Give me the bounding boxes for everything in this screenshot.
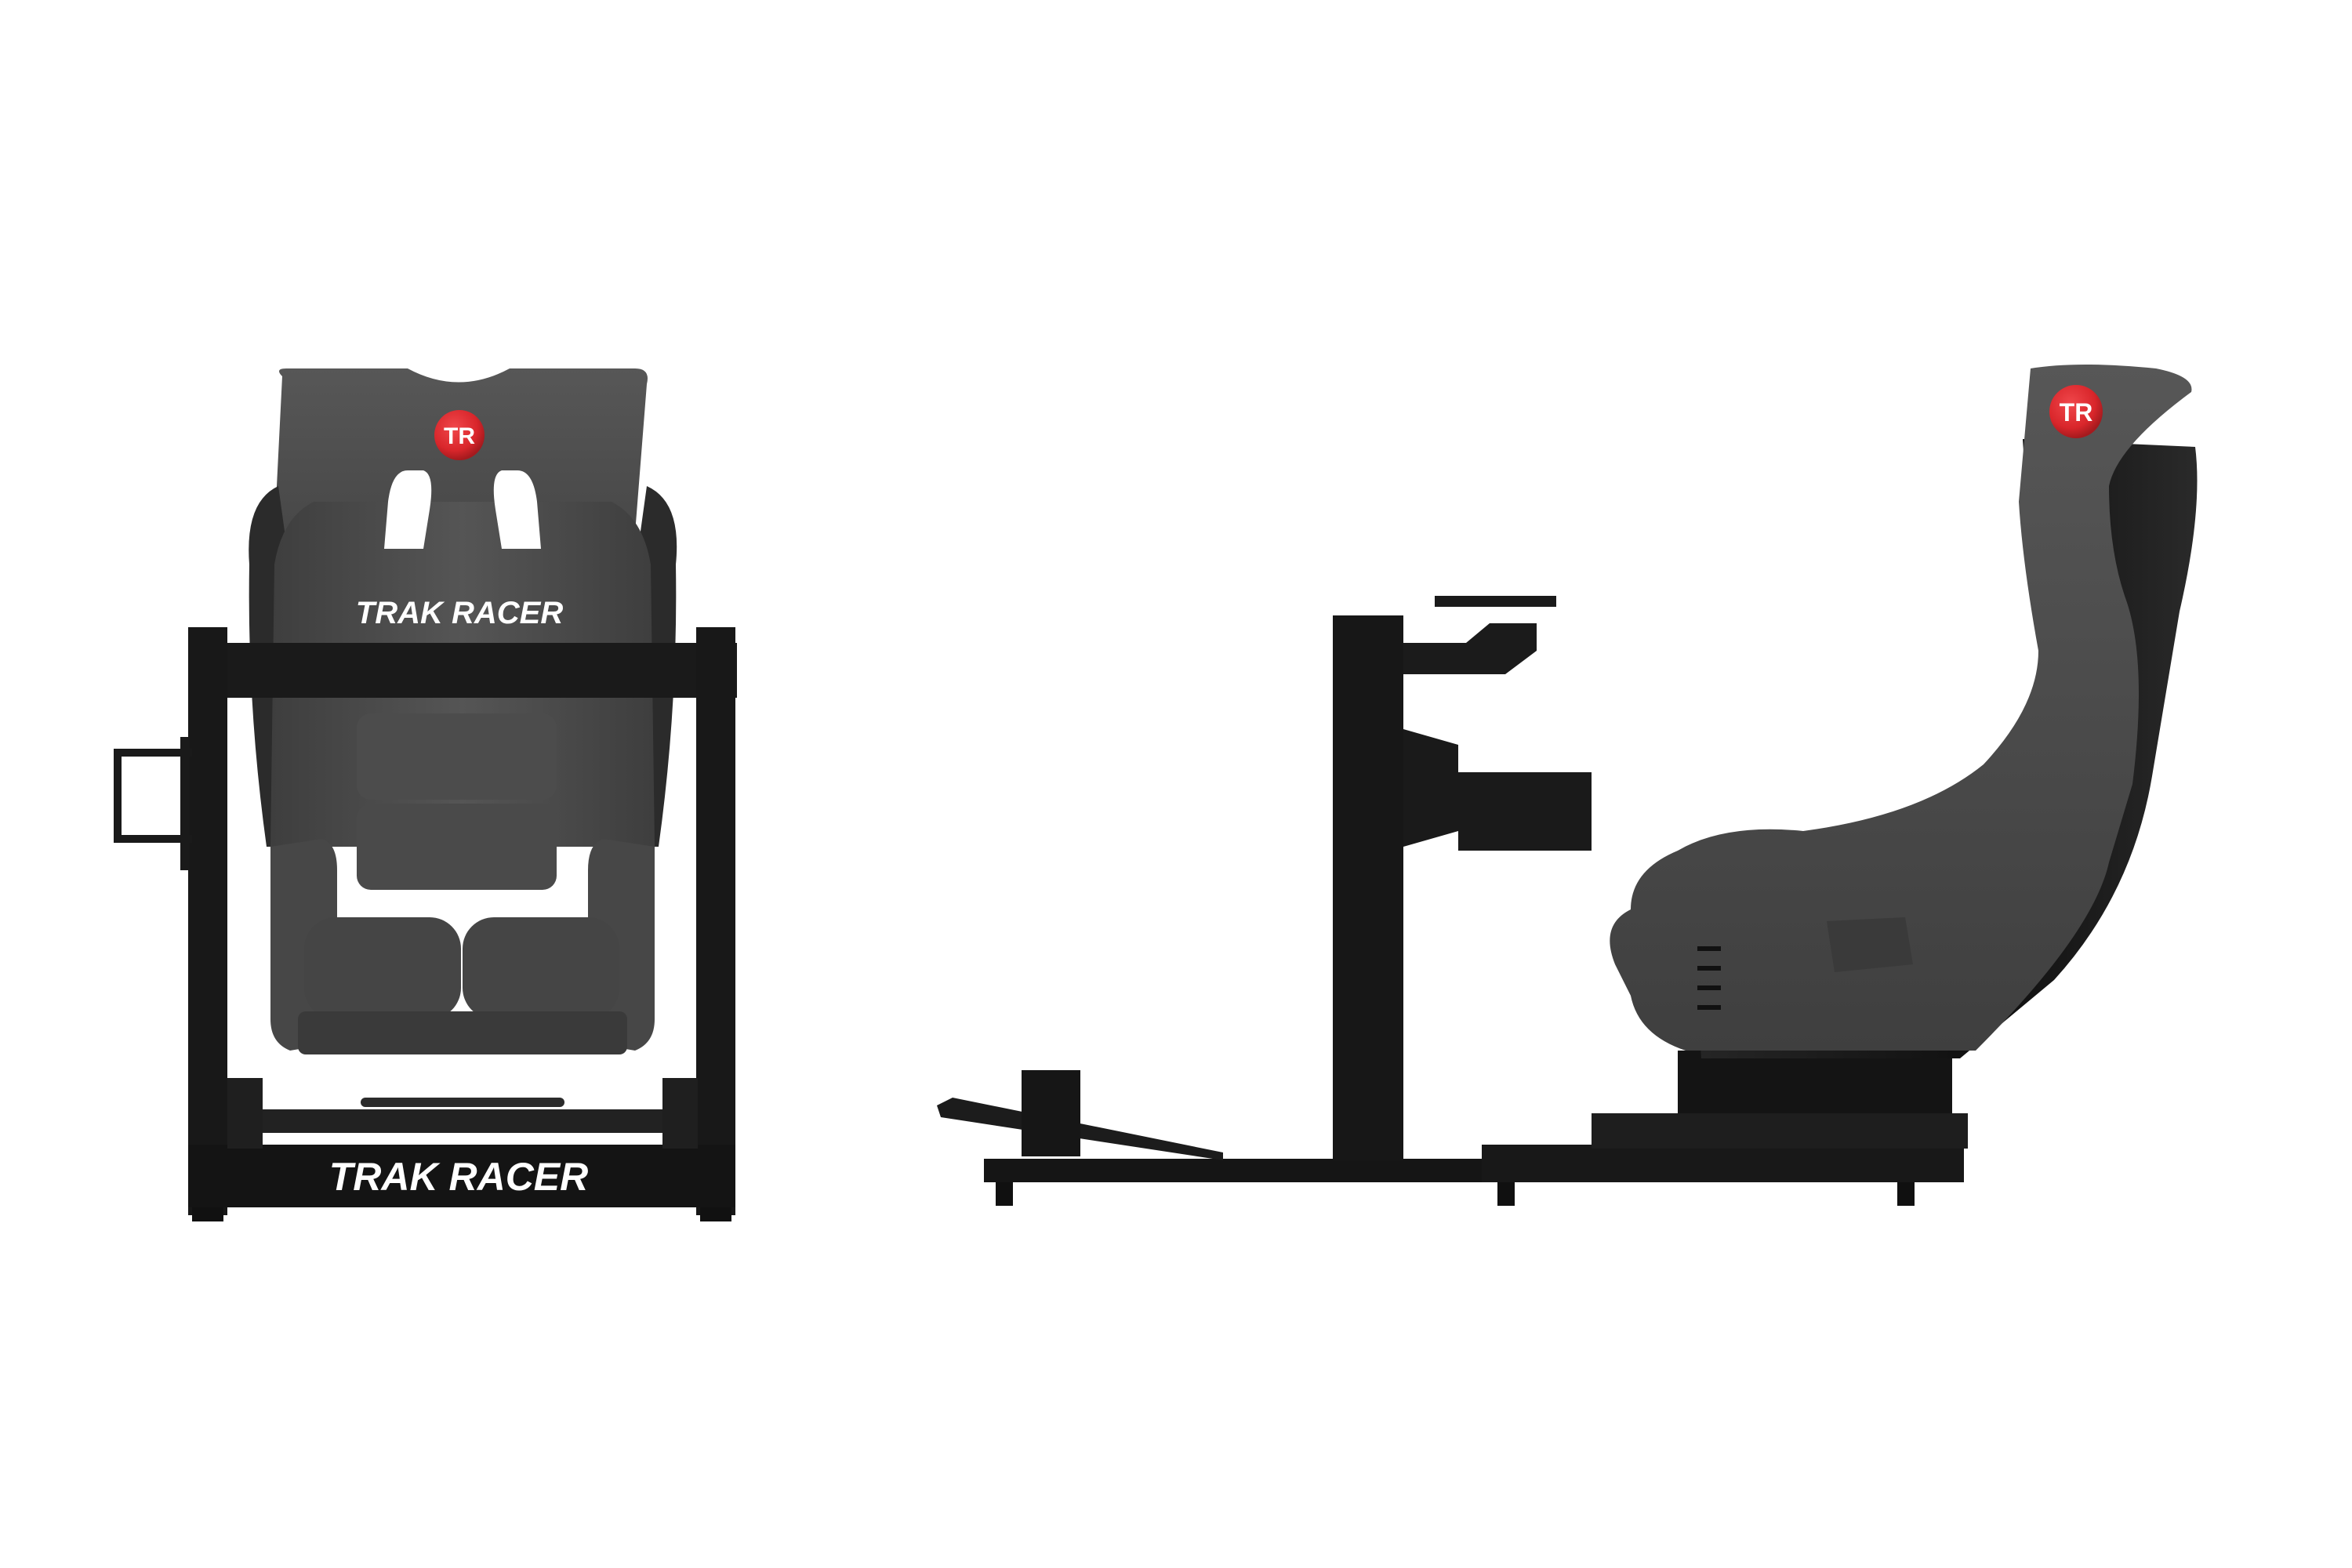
front-seat-left-slot: [384, 470, 432, 549]
front-seat-cushion-right: [463, 917, 619, 1019]
side-upright: [1333, 615, 1403, 1160]
side-pedal-box: [1022, 1070, 1080, 1156]
front-view: TR TRAK RACER TRAK RACER: [114, 368, 737, 1221]
side-wheel-arm: [1403, 623, 1537, 674]
front-frame-left-foot: [192, 1207, 223, 1221]
front-seat-cushion-left: [304, 917, 461, 1019]
front-frame-slider-handle: [361, 1098, 564, 1107]
front-shifter-mount: [114, 737, 192, 870]
side-tr-logo: TR: [2049, 385, 2103, 438]
side-base-rail-rear: [1482, 1145, 1964, 1182]
side-wheel-plate: [1435, 596, 1556, 607]
frame-brand-text: TRAK RACER: [329, 1155, 589, 1199]
front-frame-bottom-bar: [188, 1145, 735, 1207]
front-seat-panel-1: [357, 713, 557, 800]
backrest-brand-text: TRAK RACER: [356, 596, 564, 630]
side-foot-1: [996, 1182, 1013, 1206]
side-seat-slider: [1592, 1113, 1968, 1149]
front-frame-crossbar: [188, 643, 737, 698]
front-frame-slider-rail: [259, 1109, 666, 1133]
front-seat-right-slot: [493, 470, 541, 549]
side-wheel-base: [1403, 729, 1592, 851]
front-frame-right-brace: [662, 1078, 698, 1149]
side-seat-vents: [1697, 946, 1721, 1010]
side-foot-2: [1497, 1182, 1515, 1206]
front-tr-logo: TR: [434, 410, 485, 460]
side-seat-cutout: [1827, 917, 1913, 972]
front-frame-right-foot: [700, 1207, 731, 1221]
front-logo-text: TR: [444, 423, 475, 449]
front-frame-right-upright: [696, 627, 735, 1215]
front-seat-base: [298, 1011, 627, 1054]
side-view: TR: [937, 365, 2198, 1206]
front-frame-left-brace: [227, 1078, 263, 1149]
side-seat-bracket: [1678, 1051, 1952, 1113]
side-logo-text: TR: [2060, 398, 2093, 426]
side-foot-3: [1897, 1182, 1915, 1206]
front-frame-left-upright: [188, 627, 227, 1215]
side-seat-fabric: [1610, 365, 2192, 1051]
front-seat-panel-2: [357, 804, 557, 890]
